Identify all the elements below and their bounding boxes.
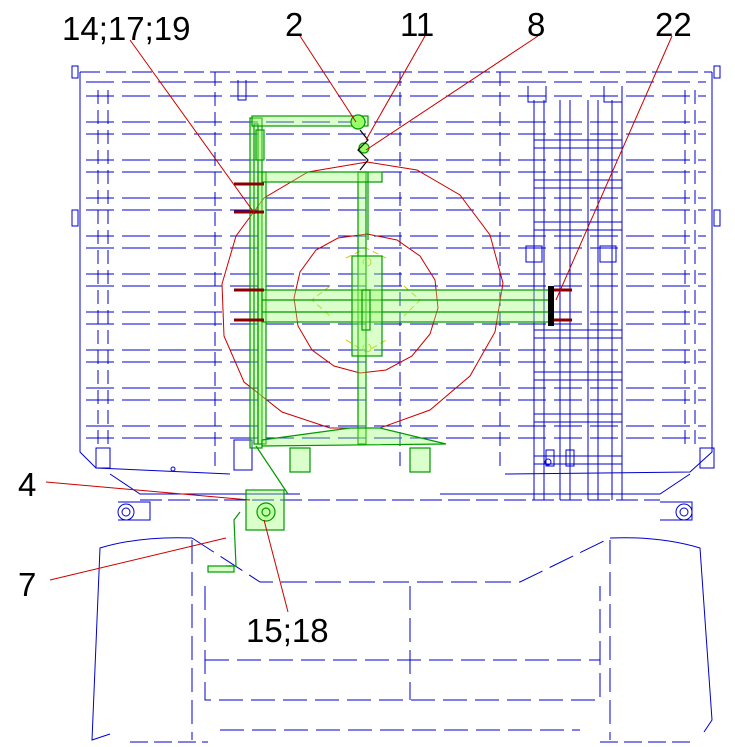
vehicle-body-outline [71,65,721,743]
bolts [234,182,572,326]
callout-11: 11 [400,6,434,43]
crane-frame [207,115,553,573]
callout-7: 7 [18,566,36,603]
callout-14-17-19: 14;17;19 [62,10,190,47]
swing-radius-inner [293,233,439,374]
callout-8: 8 [527,6,545,43]
hook-pulley [350,114,370,240]
callout-2: 2 [285,6,303,43]
callout-leaders [45,35,673,613]
callout-22: 22 [655,6,692,43]
callout-15-18: 15;18 [246,612,329,649]
callout-4: 4 [18,466,36,503]
